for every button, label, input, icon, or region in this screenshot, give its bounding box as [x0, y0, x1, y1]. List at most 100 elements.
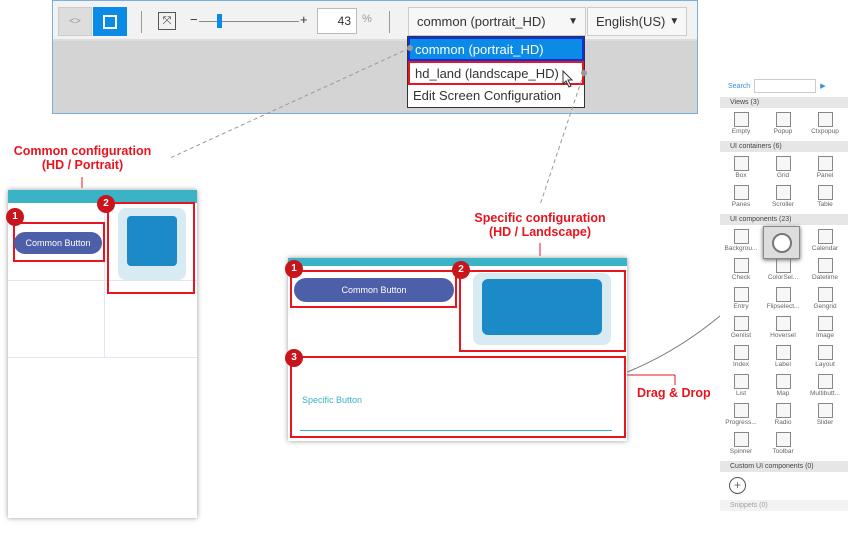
palette-item[interactable]: Scroller: [762, 183, 804, 212]
component-icon: [733, 229, 749, 244]
option-common[interactable]: common (portrait_HD): [408, 37, 584, 61]
config-dropdown-menu: common (portrait_HD) hd_land (landscape_…: [407, 36, 585, 108]
category-ui-containers[interactable]: UI containers (6): [720, 141, 848, 152]
palette-item[interactable]: Panes: [720, 183, 762, 212]
badge-1: 1: [6, 208, 24, 226]
palette-item[interactable]: Table: [804, 183, 846, 212]
palette-item[interactable]: Radio: [762, 401, 804, 430]
palette-item[interactable]: ColorSel...: [762, 256, 804, 285]
zoom-slider-handle[interactable]: [217, 14, 222, 28]
option-edit-configuration[interactable]: Edit Screen Configuration: [413, 88, 562, 103]
component-icon: [817, 185, 833, 200]
palette-item[interactable]: Ctxpopup: [804, 110, 846, 139]
palette-item-label: Map: [776, 390, 790, 397]
connector-specific: [539, 72, 585, 206]
component-icon: [733, 432, 749, 447]
dragged-radio-component[interactable]: [763, 226, 800, 259]
palette-item[interactable]: Panel: [804, 154, 846, 183]
design-view-button[interactable]: [93, 7, 127, 36]
palette-item[interactable]: Calendar: [804, 227, 846, 256]
component-icon: [733, 287, 749, 302]
palette-item[interactable]: Progress...: [720, 401, 762, 430]
config-select-value: common (portrait_HD): [417, 14, 546, 29]
palette-item[interactable]: Genlist: [720, 314, 762, 343]
common-button[interactable]: Common Button: [14, 232, 102, 254]
palette-item[interactable]: Flipselect...: [762, 285, 804, 314]
palette-item-label: Entry: [733, 303, 749, 310]
palette-item[interactable]: Check: [720, 256, 762, 285]
palette-item-label: Popup: [773, 128, 793, 135]
palette-item[interactable]: Datetime: [804, 256, 846, 285]
palette-item-label: ColorSel...: [767, 274, 799, 281]
component-icon: [817, 258, 833, 273]
palette-item-label: Spinner: [729, 448, 753, 455]
zoom-slider[interactable]: [199, 21, 299, 22]
palette-item[interactable]: Backgrou...: [720, 227, 762, 256]
component-icon: [817, 287, 833, 302]
cursor-icon: [562, 70, 574, 88]
landscape-preview: Common Button Specific Button 1 2 3: [285, 258, 627, 441]
specific-config-label: Specific configuration(HD / Landscape): [474, 211, 606, 239]
image-widget: [118, 208, 186, 280]
palette-item-label: Panes: [731, 201, 751, 208]
highlight-1: [290, 270, 457, 308]
palette-item-label: Index: [733, 361, 749, 368]
component-icon: [817, 156, 833, 171]
divider: [141, 11, 142, 33]
palette-item-label: Grid: [776, 172, 790, 179]
category-snippets[interactable]: Snippets (0): [720, 500, 848, 511]
palette-item[interactable]: Grid: [762, 154, 804, 183]
add-icon[interactable]: +: [729, 477, 746, 494]
palette-item-label: Label: [775, 361, 791, 368]
palette-item-label: Genlist: [730, 332, 752, 339]
code-icon: <>: [69, 16, 81, 27]
language-select[interactable]: English(US)▼: [587, 7, 687, 36]
connector-dot: [407, 45, 413, 51]
category-ui-components[interactable]: UI components (23): [720, 214, 848, 225]
zoom-out-button[interactable]: −: [190, 12, 198, 27]
palette-item[interactable]: Map: [762, 372, 804, 401]
palette-item[interactable]: List: [720, 372, 762, 401]
palette-item-label: List: [735, 390, 747, 397]
zoom-input[interactable]: 43: [317, 8, 357, 34]
component-icon: [775, 258, 791, 273]
palette-item[interactable]: Box: [720, 154, 762, 183]
category-custom-components[interactable]: Custom UI components (0): [720, 461, 848, 472]
component-icon: [733, 345, 749, 360]
config-select[interactable]: common (portrait_HD)▼: [408, 7, 586, 36]
editor-window: <> ⤧ − + 43 % common (portrait_HD)▼ Engl…: [52, 0, 698, 114]
component-icon: [817, 316, 833, 331]
palette-item[interactable]: Spinner: [720, 430, 762, 459]
palette-item-label: Multibutt...: [810, 390, 840, 397]
zoom-in-button[interactable]: +: [300, 12, 308, 27]
palette-item[interactable]: Entry: [720, 285, 762, 314]
palette-item[interactable]: Slider: [804, 401, 846, 430]
palette-item-label: Datetime: [811, 274, 838, 281]
common-button[interactable]: Common Button: [294, 278, 454, 302]
frame-icon: [103, 14, 117, 29]
palette-item[interactable]: Index: [720, 343, 762, 372]
palette-item[interactable]: Image: [804, 314, 846, 343]
specific-button[interactable]: Specific Button: [302, 395, 363, 405]
palette-item[interactable]: Hoversel: [762, 314, 804, 343]
palette-item[interactable]: Popup: [762, 110, 804, 139]
chevron-down-icon: ▼: [669, 16, 680, 27]
language-select-value: English(US): [596, 14, 666, 29]
search-input[interactable]: [754, 79, 817, 93]
category-views[interactable]: Views (3): [720, 97, 848, 108]
component-icon: [733, 156, 749, 171]
fit-screen-icon[interactable]: ⤧: [158, 12, 176, 30]
image-widget: [473, 273, 611, 345]
search-arrow-icon[interactable]: ▶: [820, 83, 826, 90]
palette-item[interactable]: Gengrid: [804, 285, 846, 314]
palette-item[interactable]: Empty: [720, 110, 762, 139]
source-view-button[interactable]: <>: [58, 7, 92, 36]
component-icon: [775, 374, 791, 389]
component-icon: [775, 432, 791, 447]
palette-item[interactable]: Multibutt...: [804, 372, 846, 401]
drag-drop-label: Drag & Drop: [637, 386, 711, 400]
palette-item[interactable]: Layout: [804, 343, 846, 372]
palette-item[interactable]: Label: [762, 343, 804, 372]
palette-item[interactable]: Toolbar: [762, 430, 804, 459]
